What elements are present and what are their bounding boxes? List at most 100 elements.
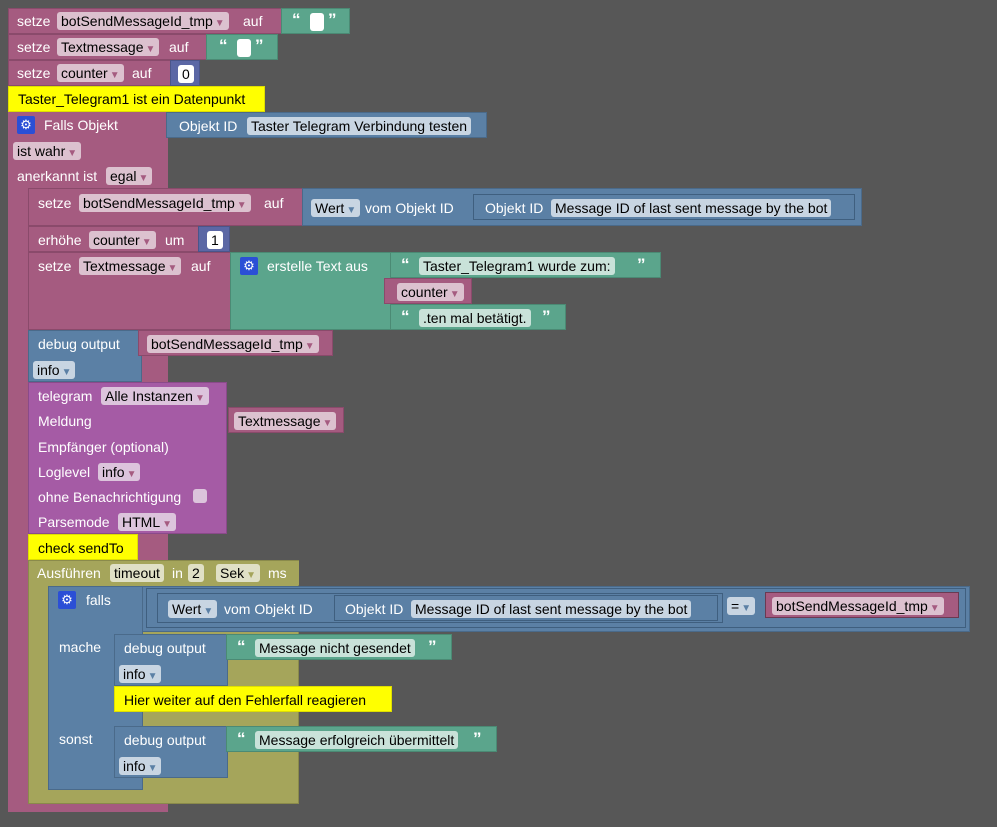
parsemode-dropdown[interactable]: HTML▼ — [118, 513, 177, 531]
wert-dropdown[interactable]: Wert▼ — [311, 199, 361, 217]
variable-dropdown-counter[interactable]: counter▼ — [397, 283, 464, 301]
chevron-down-icon: ▼ — [236, 200, 247, 211]
set-block-botsendmessageid[interactable]: setze botSendMessageId_tmp▼ auf — [8, 8, 283, 34]
erhoehe-label: erhöhe — [38, 232, 82, 248]
text-field-empty[interactable] — [310, 13, 324, 31]
gear-icon[interactable]: ⚙ — [58, 591, 76, 609]
variable-dropdown-textmessage[interactable]: Textmessage▼ — [234, 412, 337, 430]
instance-dropdown[interactable]: Alle Instanzen▼ — [101, 387, 209, 405]
ack-dropdown-egal[interactable]: egal▼ — [106, 167, 153, 185]
variable-dropdown-counter[interactable]: counter▼ — [57, 64, 124, 82]
number-block[interactable]: 0 — [170, 60, 200, 86]
increment-block-counter[interactable]: erhöhe counter▼ um — [28, 226, 200, 252]
number-field[interactable]: 0 — [178, 65, 194, 83]
wert-dropdown[interactable]: Wert▼ — [168, 600, 218, 618]
timeout-name-field[interactable]: timeout — [110, 564, 164, 582]
variable-getter-botsendmessageid[interactable]: botSendMessageId_tmp▼ — [765, 592, 959, 618]
variable-dropdown-botsendmessageid[interactable]: botSendMessageId_tmp▼ — [79, 194, 251, 212]
text-field[interactable]: Message nicht gesendet — [255, 639, 415, 657]
compare-block[interactable]: Wert▼ vom Objekt ID Objekt ID Message ID… — [146, 588, 966, 628]
gear-icon[interactable]: ⚙ — [17, 116, 35, 134]
objekt-id-block-taster[interactable]: Objekt ID Taster Telegram Verbindung tes… — [166, 112, 487, 138]
text-block-erfolgreich[interactable]: “ Message erfolgreich übermittelt ” — [226, 726, 497, 752]
operator-dropdown[interactable]: =▼ — [727, 597, 756, 615]
wert-vom-objekt-block[interactable]: Wert▼ vom Objekt ID Objekt ID Message ID… — [302, 188, 862, 226]
objekt-id-block-message-id[interactable]: Objekt ID Message ID of last sent messag… — [334, 595, 718, 621]
debug-output-block-erfolgreich[interactable]: debug output info▼ — [114, 726, 228, 778]
variable-dropdown-counter[interactable]: counter▼ — [89, 231, 156, 249]
dropdown-text: counter — [93, 232, 140, 248]
variable-getter-counter[interactable]: counter▼ — [384, 278, 472, 304]
chevron-down-icon: ▼ — [61, 367, 72, 378]
setze-label: setze — [17, 65, 51, 81]
text-block-nicht-gesendet[interactable]: “ Message nicht gesendet ” — [226, 634, 452, 660]
objekt-id-field[interactable]: Message ID of last sent message by the b… — [411, 600, 692, 618]
condition-dropdown-ist-wahr[interactable]: ist wahr▼ — [13, 142, 82, 160]
loglevel-dropdown[interactable]: info▼ — [33, 361, 76, 379]
parsemode-label: Parsemode — [38, 514, 110, 530]
chevron-down-icon: ▼ — [147, 763, 158, 774]
anerkannt-ist-label: anerkannt ist — [17, 168, 98, 184]
variable-dropdown-botsendmessageid[interactable]: botSendMessageId_tmp▼ — [772, 597, 944, 615]
empty-text-block[interactable]: “ ” — [206, 34, 278, 60]
silent-checkbox[interactable] — [193, 489, 207, 503]
time-unit-dropdown[interactable]: Sek▼ — [216, 564, 261, 582]
variable-dropdown-botsendmessageid[interactable]: botSendMessageId_tmp▼ — [57, 12, 229, 30]
objekt-id-field[interactable]: Message ID of last sent message by the b… — [551, 199, 832, 217]
comment-block-check-sendto[interactable]: check sendTo — [28, 534, 138, 560]
debug-output-block-nicht-gesendet[interactable]: debug output info▼ — [114, 634, 228, 686]
auf-label: auf — [191, 258, 211, 274]
um-label: um — [165, 232, 185, 248]
loglevel-dropdown[interactable]: info▼ — [119, 665, 162, 683]
set-block-botsendmessageid-from-object[interactable]: setze botSendMessageId_tmp▼ auf — [28, 188, 306, 226]
text-field-empty[interactable] — [237, 39, 251, 57]
text-field[interactable]: Message erfolgreich übermittelt — [255, 731, 459, 749]
variable-dropdown-botsendmessageid[interactable]: botSendMessageId_tmp▼ — [147, 335, 319, 353]
text-block-taster-wurde[interactable]: “ Taster_Telegram1 wurde zum: ” — [390, 252, 661, 278]
variable-dropdown-textmessage[interactable]: Textmessage▼ — [79, 257, 182, 275]
comment-block-datenpunkt[interactable]: Taster_Telegram1 ist ein Datenpunkt — [8, 86, 265, 112]
close-quote-icon: ” — [473, 729, 482, 748]
wert-vom-objekt-block[interactable]: Wert▼ vom Objekt ID Objekt ID Message ID… — [157, 593, 723, 623]
chevron-down-icon: ▼ — [741, 603, 752, 614]
empty-text-block[interactable]: “ ” — [281, 8, 350, 34]
number-field[interactable]: 1 — [207, 231, 223, 249]
text-block-ten-mal[interactable]: “ .ten mal betätigt. ” — [390, 304, 566, 330]
dropdown-text: info — [123, 758, 146, 774]
objekt-id-label: Objekt ID — [485, 200, 544, 216]
debug-output-label: debug output — [124, 640, 206, 656]
debug-output-label: debug output — [38, 336, 120, 352]
dropdown-text: Textmessage — [83, 258, 166, 274]
objekt-id-field[interactable]: Taster Telegram Verbindung testen — [247, 117, 472, 135]
falls-objekt-label: Falls Objekt — [44, 117, 118, 133]
telegram-block[interactable]: telegram Alle Instanzen▼ Meldung Empfäng… — [28, 382, 227, 534]
comment-block-fehlerfall[interactable]: Hier weiter auf den Fehlerfall reagieren — [114, 686, 392, 712]
comment-text: Taster_Telegram1 ist ein Datenpunkt — [18, 91, 246, 107]
loglevel-dropdown[interactable]: info▼ — [98, 463, 141, 481]
loglevel-dropdown[interactable]: info▼ — [119, 757, 162, 775]
create-text-block[interactable]: ⚙ erstelle Text aus — [230, 252, 394, 330]
variable-dropdown-textmessage[interactable]: Textmessage▼ — [57, 38, 160, 56]
telegram-label: telegram — [38, 388, 93, 404]
variable-getter-botsendmessageid[interactable]: botSendMessageId_tmp▼ — [138, 330, 333, 356]
set-block-counter[interactable]: setze counter▼ auf — [8, 60, 176, 86]
gear-icon[interactable]: ⚙ — [240, 257, 258, 275]
dropdown-text: Wert — [315, 200, 345, 216]
set-block-textmessage[interactable]: setze Textmessage▼ auf — [8, 34, 208, 60]
objekt-id-block-message-id[interactable]: Objekt ID Message ID of last sent messag… — [473, 194, 855, 220]
loglevel-label: Loglevel — [38, 464, 91, 480]
chevron-down-icon: ▼ — [109, 70, 120, 81]
in-label: in — [172, 565, 183, 581]
chevron-down-icon: ▼ — [194, 393, 205, 404]
text-field[interactable]: .ten mal betätigt. — [419, 309, 531, 327]
set-block-textmessage-from-text[interactable]: setze Textmessage▼ auf — [28, 252, 234, 330]
dropdown-text: Wert — [172, 601, 202, 617]
timeout-value-field[interactable]: 2 — [188, 564, 204, 582]
text-field[interactable]: Taster_Telegram1 wurde zum: — [419, 257, 615, 275]
number-block[interactable]: 1 — [198, 226, 230, 252]
open-quote-icon: “ — [401, 255, 410, 274]
variable-getter-textmessage[interactable]: Textmessage▼ — [228, 407, 344, 433]
debug-output-block-botsendmessageid[interactable]: debug output info▼ — [28, 330, 142, 382]
falls-objekt-header: ⚙ Falls Objekt ist wahr▼ anerkannt ist e… — [8, 112, 168, 188]
auf-label: auf — [243, 13, 263, 29]
